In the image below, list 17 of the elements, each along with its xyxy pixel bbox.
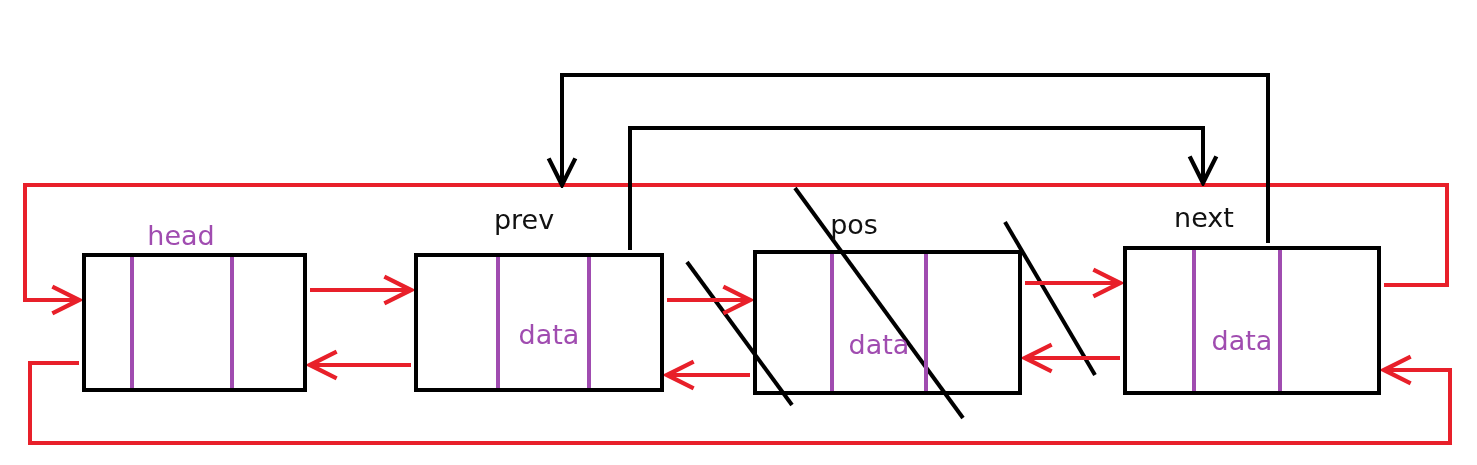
arrow — [307, 349, 411, 381]
field-label: data — [1211, 326, 1273, 356]
node-label: pos — [830, 210, 878, 240]
arrow — [28, 354, 1452, 445]
field-label: data — [848, 330, 910, 360]
arrow — [23, 183, 1449, 316]
arrow — [1022, 342, 1120, 374]
arrow — [546, 73, 1270, 243]
arrow — [667, 284, 753, 316]
arrow — [310, 274, 414, 306]
field-label: data — [518, 320, 580, 350]
arrow — [1025, 267, 1123, 299]
node-label: next — [1174, 203, 1234, 233]
node-label: prev — [493, 205, 555, 235]
node-label: head — [147, 221, 215, 251]
arrow — [628, 126, 1219, 250]
arrow — [664, 359, 750, 391]
